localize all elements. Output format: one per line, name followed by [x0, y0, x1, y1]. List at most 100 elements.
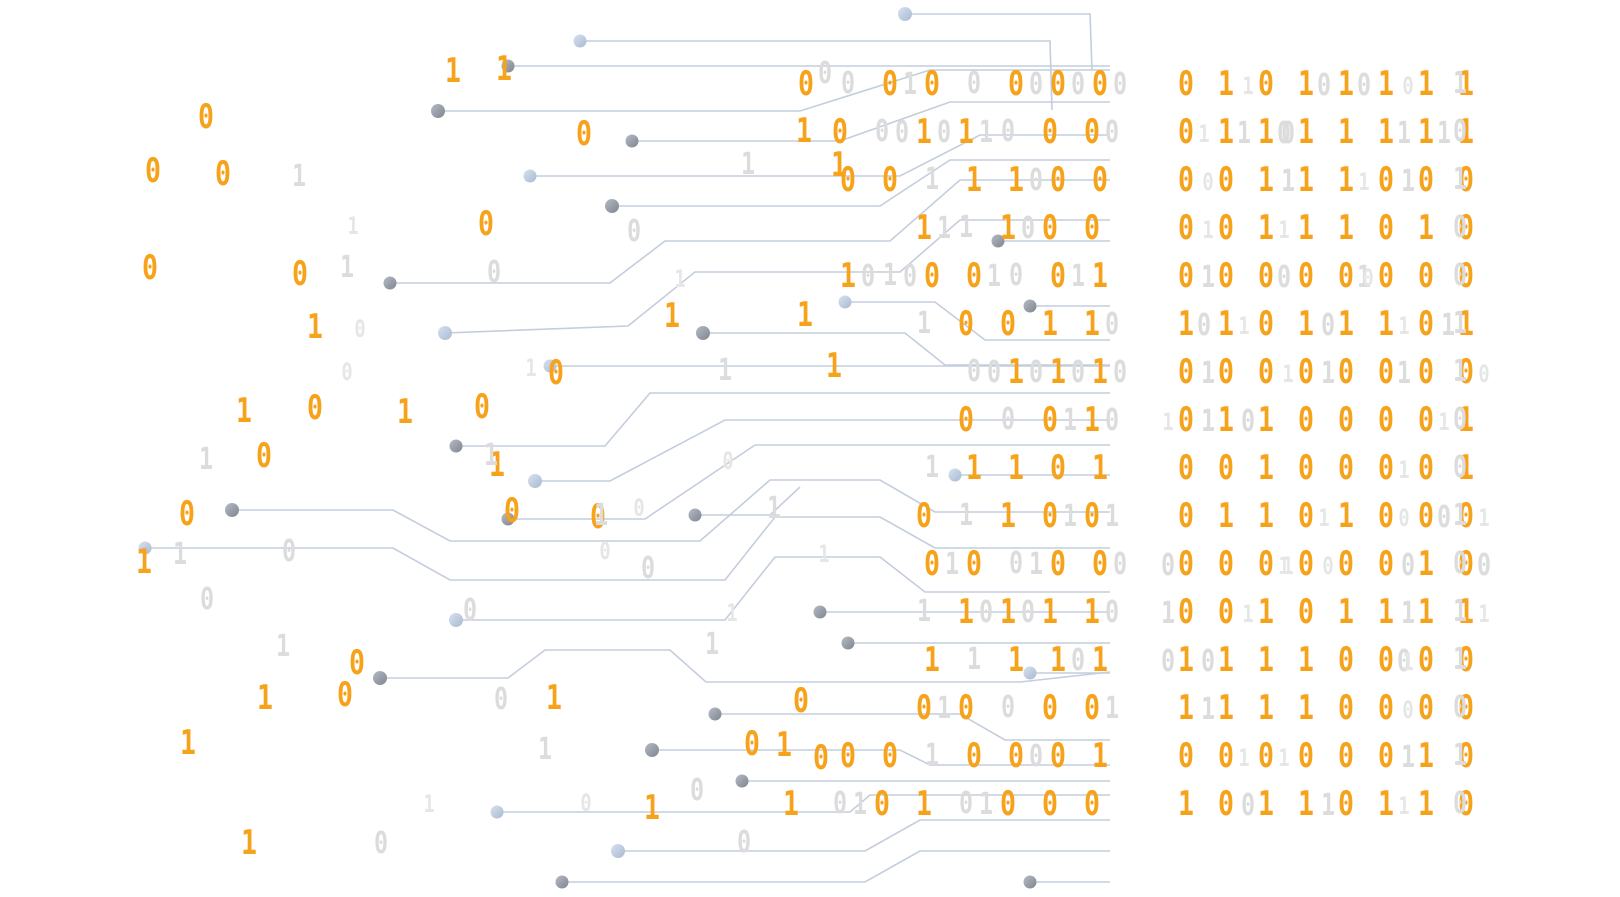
mid-digit: 1 [958, 592, 974, 632]
trace-node [1023, 875, 1037, 889]
ghost-digit: 1 [1282, 552, 1294, 580]
mid-digit: 1 [1092, 352, 1108, 392]
grid-digit: 0 [1338, 784, 1354, 824]
scatter-digit: 1 [423, 790, 436, 819]
mid-digit: 0 [1084, 784, 1100, 824]
mid-digit: 0 [966, 736, 982, 776]
trace-node [1023, 666, 1037, 680]
scatter-digit: 1 [396, 392, 413, 433]
scatter-digit: 0 [354, 314, 366, 343]
grid-digit: 0 [1298, 544, 1314, 584]
ghost-digit: 0 [1280, 116, 1296, 151]
grid-digit: 0 [1298, 736, 1314, 776]
ghost-digit: 0 [1402, 72, 1414, 100]
scatter-digit: 0 [142, 247, 159, 288]
scatter-digit: 1 [199, 441, 214, 477]
circuit-trace [632, 101, 1110, 142]
grid-digit: 1 [1378, 112, 1394, 152]
grid-digit: 1 [1298, 160, 1314, 200]
grid-digit: 1 [1178, 640, 1194, 680]
mid-digit: 1 [1008, 640, 1024, 680]
grid-digit: 1 [1418, 112, 1434, 152]
trace-node [645, 743, 659, 757]
grid-digit: 0 [1418, 352, 1434, 392]
grid-digit: 0 [1218, 160, 1234, 200]
ghost-digit: 1 [1398, 456, 1410, 484]
grid-digit: 0 [1258, 736, 1274, 776]
grid-digit: 1 [1218, 304, 1234, 344]
grid-digit: 0 [1178, 352, 1194, 392]
mid-digit: 0 [924, 256, 940, 296]
mid-digit: 1 [1000, 592, 1016, 632]
mid-digit: 0 [1000, 402, 1016, 437]
grid-digit: 0 [1258, 304, 1274, 344]
circuit-trace [703, 332, 1110, 366]
mid-digit: 1 [966, 642, 982, 677]
ghost-digit: 1 [1104, 691, 1120, 726]
grid-digit: 0 [1378, 208, 1394, 248]
ghost-digit: 1 [944, 547, 960, 582]
scatter-digit: 1 [180, 723, 197, 764]
mid-digit: 0 [1050, 544, 1066, 584]
scatter-digit: 0 [590, 496, 607, 537]
ghost-digit: 1 [1396, 356, 1412, 391]
ghost-digit: 1 [1452, 594, 1468, 629]
grid-digit: 0 [1218, 352, 1234, 392]
grid-digit: 0 [1418, 160, 1434, 200]
grid-digit: 1 [1378, 304, 1394, 344]
ghost-digit: 0 [1104, 307, 1120, 342]
mid-digit: 0 [1084, 208, 1100, 248]
ghost-digit: 1 [902, 67, 918, 102]
scatter-digit: 0 [743, 723, 760, 764]
mid-digit: 0 [1008, 546, 1024, 581]
grid-digit: 0 [1178, 736, 1194, 776]
grid-digit: 0 [1218, 736, 1234, 776]
grid-digit: 1 [1178, 784, 1194, 824]
trace-node [898, 7, 912, 21]
grid-digit: 0 [1378, 256, 1394, 296]
mid-digit: 1 [924, 640, 940, 680]
trace-node [543, 359, 557, 373]
grid-digit: 0 [1418, 256, 1434, 296]
ghost-digit: 0 [1396, 644, 1412, 679]
grid-digit: 0 [1298, 352, 1314, 392]
grid-digit: 1 [1338, 496, 1354, 536]
mid-digit: 0 [1084, 688, 1100, 728]
mid-digit: 0 [924, 64, 940, 104]
mid-digit: 0 [1050, 736, 1066, 776]
ghost-digit: 1 [936, 691, 952, 726]
ghost-digit: 1 [1200, 260, 1216, 295]
ghost-digit: 1 [1198, 120, 1210, 148]
grid-digit: 1 [1338, 208, 1354, 248]
ghost-digit: 0 [1112, 67, 1128, 102]
grid-digit: 1 [1458, 448, 1474, 488]
circuit-trace [497, 794, 1110, 813]
ghost-digit: 0 [1200, 644, 1216, 679]
trace-node [573, 34, 587, 48]
ghost-digit: 0 [1240, 404, 1256, 439]
ghost-digit: 0 [1028, 739, 1044, 774]
trace-node [838, 295, 852, 309]
grid-digit: 0 [1178, 448, 1194, 488]
ghost-digit: 0 [1362, 264, 1374, 292]
mid-digit: 1 [1000, 496, 1016, 536]
mid-digit: 0 [1000, 690, 1016, 725]
ghost-digit: 0 [1104, 403, 1120, 438]
circuit-trace [695, 486, 801, 516]
grid-digit: 0 [1218, 784, 1234, 824]
scatter-digit: 0 [486, 254, 501, 290]
grid-digit: 0 [1298, 448, 1314, 488]
grid-digit: 0 [1458, 256, 1474, 296]
ghost-digit: 0 [1202, 168, 1214, 196]
mid-digit: 0 [882, 64, 898, 104]
ghost-digit: 0 [1104, 595, 1120, 630]
scatter-digit: 1 [525, 354, 537, 383]
ghost-digit: 1 [978, 115, 994, 150]
ghost-digit: 1 [1320, 356, 1336, 391]
mid-digit: 0 [966, 544, 982, 584]
mid-digit: 1 [1042, 592, 1058, 632]
mid-digit: 0 [874, 114, 890, 149]
ghost-digit: 1 [1162, 408, 1174, 436]
grid-digit: 0 [1378, 352, 1394, 392]
